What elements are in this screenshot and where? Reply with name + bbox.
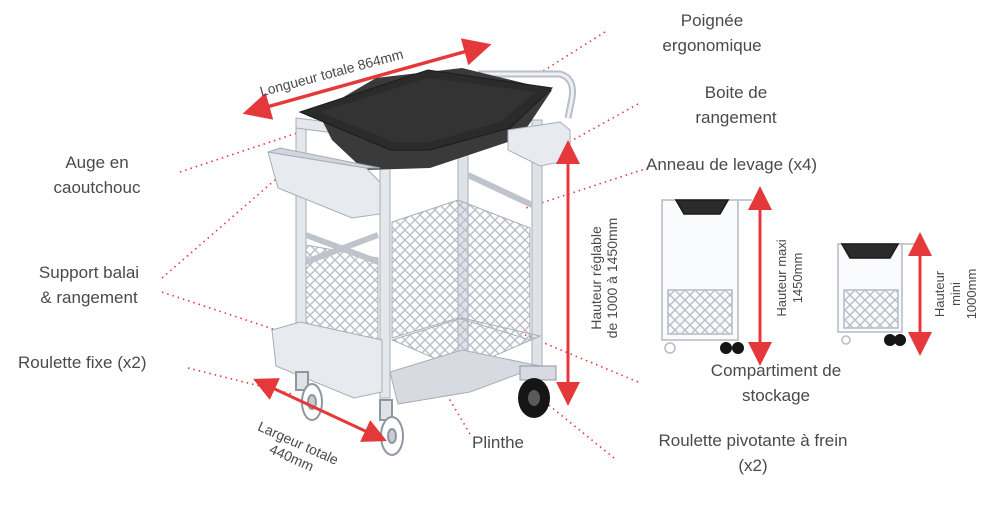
label-plinthe: Plinthe [472, 433, 524, 452]
dim-hauteur-mini-line2: mini [948, 282, 963, 306]
dim-hauteur-maxi: Hauteur maxi 1450mm [774, 236, 806, 320]
label-poignee-line2: ergonomique [662, 36, 762, 55]
label-poignee: Poignée ergonomique [640, 8, 784, 58]
label-boite-line2: rangement [695, 108, 777, 127]
label-auge-line1: Auge en [65, 153, 129, 172]
label-auge-line2: caoutchouc [53, 178, 141, 197]
dim-hauteur-reglable-line1: Hauteur réglable [588, 226, 604, 330]
length-arrow [242, 38, 492, 120]
dim-hauteur-maxi-line2: 1450mm [790, 252, 805, 304]
trolley-main [267, 68, 576, 456]
label-anneau: Anneau de levage (x4) [646, 155, 818, 174]
label-boite: Boite de rangement [664, 80, 808, 130]
label-compartiment-line2: stockage [741, 386, 811, 405]
dim-hauteur-mini: Hauteur mini 1000mm [932, 262, 980, 326]
label-roulette-pivotante-line1: Roulette pivotante à frein [658, 431, 848, 450]
dim-hauteur-maxi-line1: Hauteur maxi [774, 239, 789, 317]
dim-hauteur-reglable-line2: de 1000 à 1450mm [604, 217, 620, 339]
label-roulette-pivotante: Roulette pivotante à frein (x2) [628, 428, 878, 478]
label-compartiment: Compartiment de stockage [688, 358, 864, 408]
label-roulette-pivotante-line2: (x2) [738, 456, 768, 475]
label-support-line1: Support balai [38, 263, 140, 282]
label-boite-line1: Boite de [704, 83, 768, 102]
trolley-max-height [661, 199, 752, 354]
label-compartiment-line1: Compartiment de [710, 361, 842, 380]
dim-hauteur-reglable: Hauteur réglable de 1000 à 1450mm [588, 204, 620, 352]
label-support: Support balai & rangement [18, 260, 160, 310]
trolley-min-height [837, 243, 918, 346]
label-support-line2: & rangement [40, 288, 138, 307]
dim-hauteur-mini-line1: Hauteur [932, 270, 947, 318]
label-roulette-fixe: Roulette fixe (x2) [18, 353, 147, 372]
dim-hauteur-mini-line3: 1000mm [964, 268, 979, 320]
width-arrow [253, 378, 387, 442]
label-poignee-line1: Poignée [680, 11, 744, 30]
label-auge: Auge en caoutchouc [22, 150, 172, 200]
